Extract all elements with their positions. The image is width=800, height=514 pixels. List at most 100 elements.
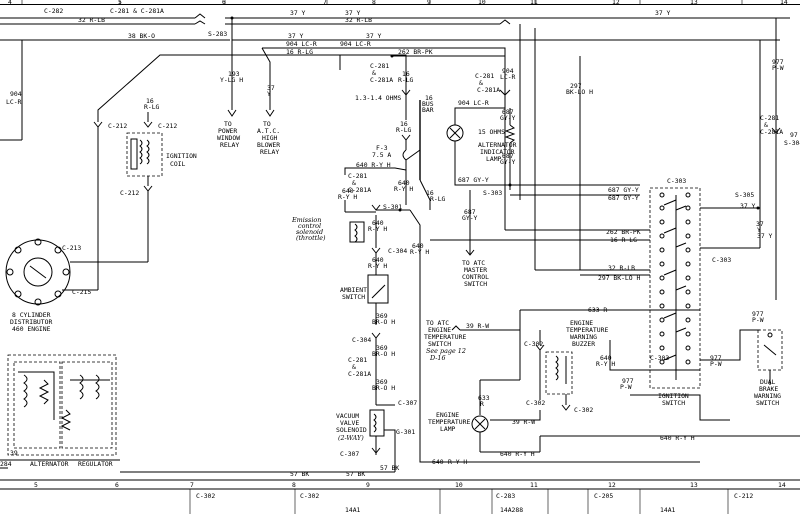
wire-label: R-LG xyxy=(396,126,412,134)
wire-label: 16 xyxy=(425,94,433,102)
wire-label: POWER xyxy=(218,127,237,135)
wire-label: C-281A xyxy=(348,186,371,194)
wire-label: Y-LG H xyxy=(220,76,243,84)
wire-label: 904 xyxy=(502,67,514,75)
wire-label: 37 xyxy=(267,84,275,92)
ruler-num: 12 xyxy=(612,0,620,6)
wire-label: GY-Y xyxy=(462,214,478,222)
wire-label: 640 xyxy=(372,256,384,264)
ruler-num: 9 xyxy=(427,0,431,6)
wire-label: 640 xyxy=(600,354,612,362)
ruler-num: 8 xyxy=(372,0,376,6)
wire-label: 32 R-LB xyxy=(345,16,372,24)
wire-label: 687 GY-Y xyxy=(608,186,639,194)
wire-label: 12 xyxy=(608,481,616,489)
wire-label: F-3 xyxy=(376,144,388,152)
wire-label: DISTRIBUTOR xyxy=(10,318,52,326)
wire-label: BUS xyxy=(422,100,434,108)
wire-label: Y xyxy=(757,226,761,234)
alternator-regulator: 39 284 ALTERNATOR REGULATOR 57 BK 57 BK xyxy=(0,354,380,478)
wire-label: C-302 xyxy=(300,492,319,500)
wire-label: 8 CYLINDER xyxy=(12,311,51,319)
wire-label: D-16 xyxy=(429,354,446,362)
ruler-num: 14 xyxy=(780,0,788,6)
wire-label: 687 GY-Y xyxy=(608,194,639,202)
wire-label: 977 xyxy=(752,310,764,318)
wire-label: 297 BK-LO H xyxy=(598,274,640,282)
wire-label: 284 xyxy=(0,460,12,468)
wire-label: RELAY xyxy=(220,141,239,149)
wire-label: WARNING xyxy=(754,392,781,400)
wire-label: 6 xyxy=(115,481,119,489)
wire-label: C-281 xyxy=(348,172,367,180)
wire-label: 37 Y xyxy=(345,9,361,17)
wire-label: 16 xyxy=(146,97,154,105)
wire-label: 633 xyxy=(478,394,490,402)
wire-label: 32 R-LB xyxy=(78,16,105,24)
wire-label: 904 xyxy=(10,90,22,98)
wire-label: (2-WAY) xyxy=(338,434,364,442)
wire-label: SWITCH xyxy=(662,399,685,407)
wire-label: 977 xyxy=(772,58,784,66)
wire-label: R-Y H xyxy=(596,360,615,368)
wire-label: 640 R-Y H xyxy=(500,450,535,458)
wire-label: 14A1 xyxy=(660,506,676,514)
wire-label: C-283 xyxy=(496,492,515,500)
wire-label: 7 xyxy=(190,481,194,489)
wire-label: C-304 xyxy=(388,247,407,255)
wire-label: IGNITION xyxy=(658,392,689,400)
wire-label: IGNITION xyxy=(166,152,197,160)
wire-label: & xyxy=(352,363,356,371)
wire-label: 977 xyxy=(710,354,722,362)
wire-label: LC-R xyxy=(6,98,22,106)
ruler-num: 4 xyxy=(8,0,12,6)
wire-label: 37 Y xyxy=(366,32,382,40)
wire-label: 5 xyxy=(34,481,38,489)
wire-label: 15 OHMS xyxy=(478,128,505,136)
wire-label: HIGH xyxy=(262,134,278,142)
wire-label: 9 xyxy=(366,481,370,489)
wire-label: solenoid xyxy=(296,228,323,236)
wire-label: P-W xyxy=(772,64,784,72)
wire-label: Emission xyxy=(291,216,321,224)
ruler-num: 13 xyxy=(690,0,698,6)
wire-label: P-W xyxy=(620,383,632,391)
wire-label: & xyxy=(479,79,483,87)
wire-label: LAMP xyxy=(486,155,502,163)
wire-label: control xyxy=(298,222,321,230)
ignition-coil: 16 R-LG C-212 C-212 IGNITION COIL C-212 xyxy=(88,54,262,263)
wire-label: C-281 xyxy=(348,356,367,364)
wire-label: 97 xyxy=(790,131,798,139)
wire-label: C-281A xyxy=(477,86,500,94)
wire-label: 16 xyxy=(400,120,408,128)
ruler-num: 5 xyxy=(118,0,122,6)
top-ruler: 4 5 6 7 8 9 10 11 12 13 14 xyxy=(0,0,800,6)
wire-label: BR-O H xyxy=(372,318,395,326)
wire-label: 369 xyxy=(376,378,388,386)
wire-label: LC-R xyxy=(500,73,516,81)
wire-label: (throttle) xyxy=(296,234,326,242)
wire-label: 37 Y xyxy=(290,9,306,17)
wire-label: 8 xyxy=(292,481,296,489)
top-wiring: C-282 C-281 & C-281A 37 Y 37 Y 37 Y 32 R… xyxy=(0,7,790,141)
ruler-num: 7 xyxy=(323,0,327,6)
wire-label: C-302 xyxy=(196,492,215,500)
wire-label: REGULATOR xyxy=(78,460,113,468)
wire-label: 39 R-W xyxy=(466,322,489,330)
wire-label: C-212 xyxy=(108,122,127,130)
wire-label: BAR xyxy=(422,106,434,114)
wire-label: 262 BR-PK xyxy=(606,228,641,236)
wire-label: A.T.C. xyxy=(257,127,280,135)
wire-label: 687 xyxy=(464,208,476,216)
wire-label: C-303 xyxy=(712,256,731,264)
wire-label: 904 LC-R xyxy=(286,40,317,48)
wire-label: TEMPERATURE xyxy=(428,418,470,426)
wire-label: 37 Y xyxy=(655,9,671,17)
wire-label: 16 R-LG xyxy=(286,48,313,56)
wire-label: C-304 xyxy=(352,336,371,344)
wire-label: 14A1 xyxy=(345,506,361,514)
wire-label: S-304 xyxy=(784,139,800,147)
wire-label: 11 xyxy=(530,481,538,489)
wire-label: 14 xyxy=(778,481,786,489)
bottom-ruler: 5 6 7 8 9 10 11 12 13 14 C-302 C-302 C-2… xyxy=(0,479,800,514)
